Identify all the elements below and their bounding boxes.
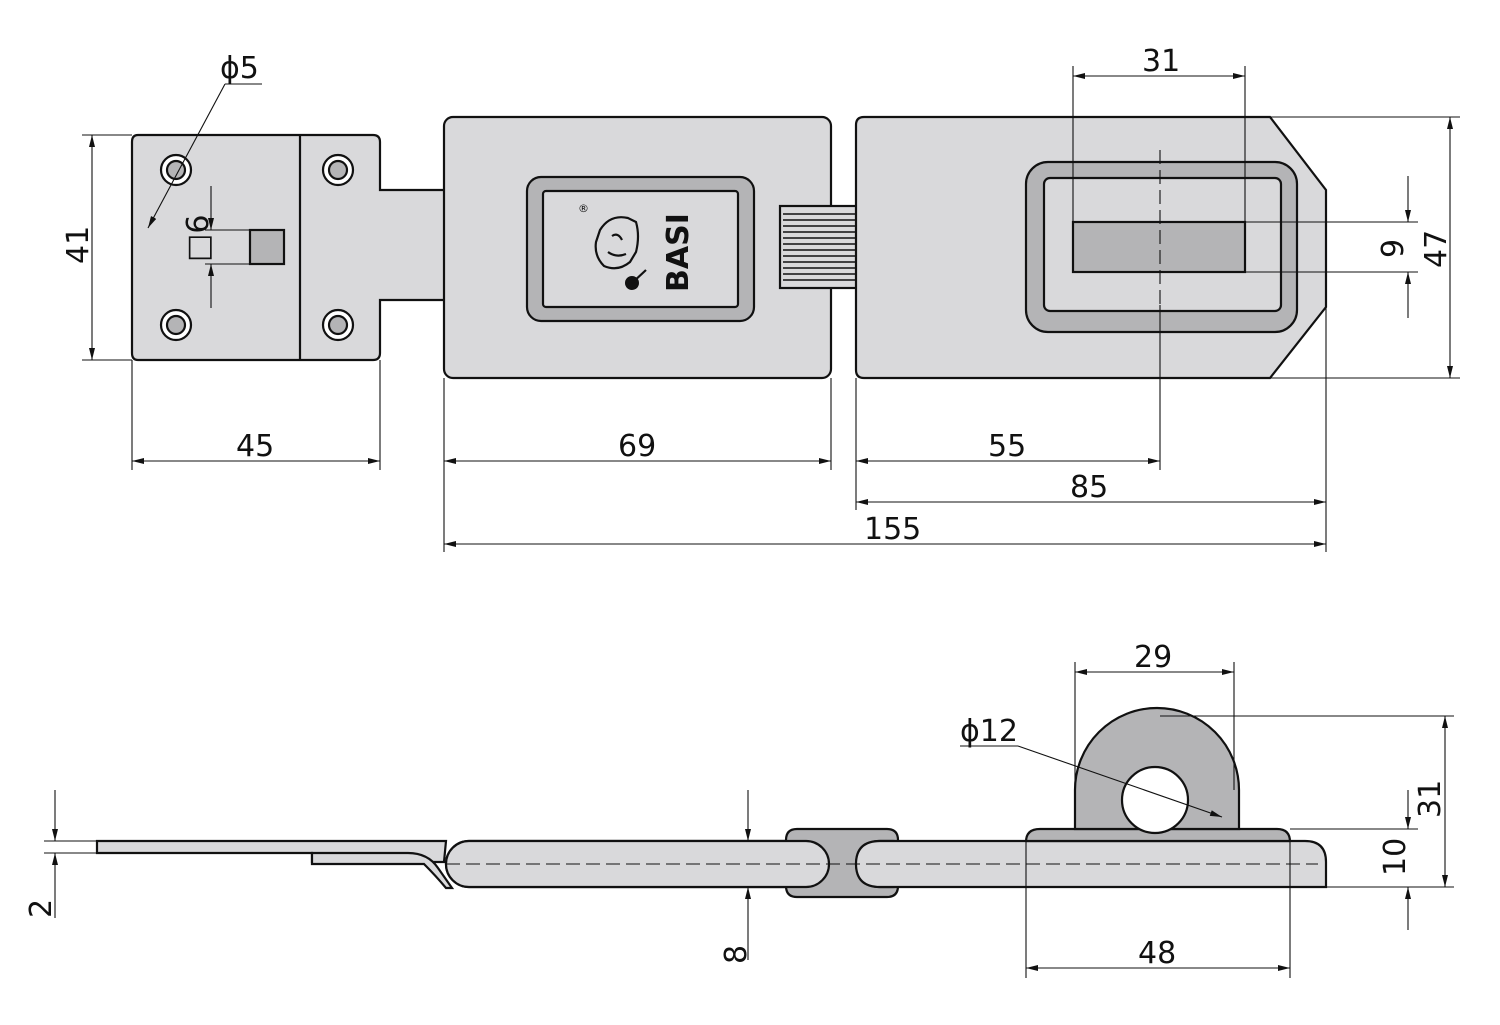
side-plate-bend	[310, 851, 455, 890]
screw-hole-bottom-left	[159, 308, 193, 342]
svg-text:2: 2	[24, 899, 59, 918]
dim-plate-height: 41	[61, 134, 132, 361]
dim-base-height: 10	[1290, 790, 1418, 930]
dim-hinge-diameter: 8	[719, 790, 754, 964]
svg-text:155: 155	[864, 512, 921, 547]
svg-text:29: 29	[1134, 640, 1172, 675]
svg-text:55: 55	[988, 429, 1026, 464]
dim-plate-width: 45	[131, 360, 381, 470]
svg-text:10: 10	[1378, 838, 1413, 876]
dim-thickness: 2	[24, 790, 97, 918]
side-eye-base	[1024, 827, 1292, 843]
dim-eye-width: 29	[1074, 640, 1235, 790]
screw-hole-top-right	[321, 153, 355, 187]
basi-logo-icon	[594, 216, 647, 290]
svg-text:45: 45	[236, 429, 274, 464]
dim-base-length: 48	[1025, 841, 1291, 978]
svg-text:47: 47	[1419, 230, 1454, 268]
dim-hinge-leaf-length: 69	[443, 378, 832, 552]
dim-hasp-height: 47	[1270, 116, 1460, 379]
slot-opening	[1071, 220, 1247, 274]
dim-overall-length: 155	[444, 512, 1326, 547]
plate-outline	[130, 133, 499, 362]
logo-brand: BASI	[661, 213, 696, 292]
svg-text:69: 69	[618, 429, 656, 464]
dim-hasp-length: 85	[856, 307, 1327, 552]
dim-slot-height: 9	[1245, 176, 1418, 318]
screw-hole-bottom-right	[321, 308, 355, 342]
svg-text:85: 85	[1070, 470, 1108, 505]
square-hole	[248, 228, 286, 266]
dim-square-hole: □6	[181, 186, 250, 308]
side-view: 2 8 ϕ12 29 31	[24, 640, 1454, 978]
top-view: BASI ® ϕ5 □6	[61, 44, 1460, 552]
hinge-leaf: BASI ®	[442, 115, 833, 380]
svg-text:41: 41	[61, 226, 96, 264]
svg-text:□6: □6	[181, 215, 216, 262]
registered-mark: ®	[578, 202, 589, 215]
hasp-leaf	[854, 115, 1328, 380]
svg-text:9: 9	[1376, 239, 1411, 258]
dim-hole-diameter: ϕ5	[147, 51, 262, 229]
dim-eye-diameter: ϕ12	[960, 714, 1223, 818]
dim-eye-height: 31	[1160, 715, 1454, 888]
svg-text:31: 31	[1413, 780, 1448, 818]
logo-panel	[541, 189, 740, 309]
screw-hole-top-left	[159, 153, 193, 187]
svg-text:ϕ12: ϕ12	[960, 714, 1018, 749]
svg-text:8: 8	[719, 945, 754, 964]
side-eye-hole	[1120, 765, 1190, 835]
dim-slot-center: 55	[855, 305, 1161, 510]
svg-text:31: 31	[1142, 44, 1180, 79]
svg-text:48: 48	[1138, 936, 1176, 971]
dim-slot-width: 31	[1072, 44, 1246, 272]
svg-text:ϕ5: ϕ5	[220, 51, 259, 86]
